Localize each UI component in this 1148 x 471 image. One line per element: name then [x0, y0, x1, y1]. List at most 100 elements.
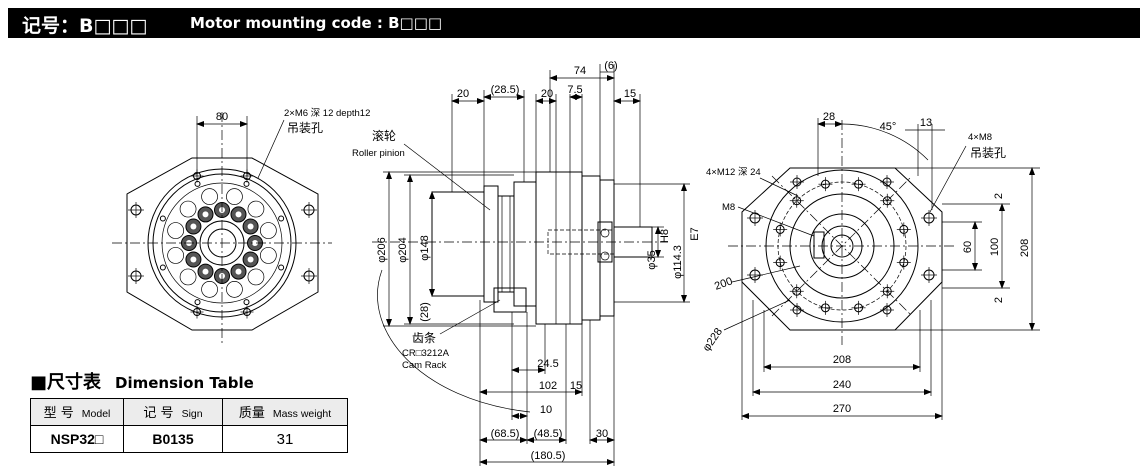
- front-roller-group: [128, 169, 317, 319]
- pcd-200-label: 200: [713, 275, 734, 293]
- dim-24-5-label: 24.5: [537, 358, 558, 370]
- dim-w270-label: 270: [833, 403, 851, 415]
- roller-seat: [226, 281, 243, 298]
- coupling-screw-2: [600, 251, 610, 261]
- roller-pin: [202, 211, 209, 218]
- pinion-body: [431, 191, 485, 297]
- flange-bolt: [194, 299, 201, 306]
- reducer-collar: [513, 181, 537, 307]
- pinion-leader: [403, 143, 491, 211]
- mount-hole-leader: [759, 177, 799, 197]
- dim-20a-label: 20: [457, 88, 469, 100]
- cell-model: NSP32□: [30, 425, 124, 453]
- roller-pin: [252, 240, 258, 246]
- input-shaft: [613, 226, 653, 258]
- header-bar: 记号：B□□□ Motor mounting code : B□□□: [8, 8, 1140, 38]
- dim-102-label: 102: [539, 380, 557, 392]
- roller-seat: [201, 281, 218, 298]
- pinion-label-en: Roller pinion: [352, 148, 405, 159]
- angle-arc: [841, 123, 929, 161]
- roller-leader-curve: [377, 269, 531, 413]
- dim-10-label: 10: [540, 404, 552, 416]
- rear-keyway: [813, 231, 825, 259]
- dim-180-5-label: (180.5): [531, 450, 566, 462]
- fit-h8-label: H8: [659, 229, 671, 243]
- coupling-screw: [600, 228, 610, 238]
- dia-228-label: φ228: [701, 326, 725, 354]
- front-lift-hole-spec: 2×M6 深 12 depth12: [284, 108, 370, 119]
- mounting-code-cn: 记号：B□□□: [22, 15, 148, 37]
- dim-15-label: 15: [624, 88, 636, 100]
- pcd-200-leader: [731, 265, 801, 283]
- rear-view: 28 45° 13 4×M8 吊装孔 4×M12 深 24 M8 200 φ22…: [701, 111, 1040, 420]
- cell-sign: B0135: [123, 425, 223, 453]
- dim-13-label: 13: [920, 117, 932, 129]
- rear-lift-hole-leader: [929, 145, 967, 213]
- mounting-code-en: Motor mounting code : B□□□: [190, 14, 443, 32]
- dim-20b-label: 20: [541, 88, 553, 100]
- roller-seat: [260, 247, 277, 264]
- roller-seat: [179, 200, 197, 218]
- roller-pin: [202, 268, 209, 275]
- dim-28-5-label: (28.5): [491, 84, 520, 96]
- adapter-plate: [581, 175, 601, 321]
- dim-28-label: 28: [823, 111, 835, 123]
- gap-bottom-label: 2: [993, 297, 1005, 303]
- flange-bolt: [194, 180, 201, 187]
- roller-pin: [247, 256, 254, 263]
- dia-228-leader: [723, 299, 791, 331]
- roller-seat: [247, 268, 265, 286]
- dim-15b-label: 15: [570, 380, 582, 392]
- dim-204-label: φ204: [397, 237, 409, 263]
- thread-leader: [737, 206, 815, 237]
- dim-h100-label: 100: [989, 238, 1001, 256]
- col-mass-en: Mass weight: [272, 408, 332, 420]
- dim-30-label: 30: [596, 428, 608, 440]
- rear-lift-hole-label: 吊装孔: [970, 146, 1006, 160]
- dim-h208-label: 208: [1019, 239, 1031, 257]
- dim-48-5-label: (48.5): [534, 428, 563, 440]
- flange-bolt: [278, 264, 285, 271]
- flange-bolt: [159, 215, 166, 222]
- roller-seat: [167, 222, 184, 239]
- thread-label: M8: [722, 202, 735, 213]
- dim-74-label: 74: [574, 65, 586, 77]
- roller-pin: [247, 223, 254, 230]
- roller-pin: [190, 256, 197, 263]
- table-row: NSP32□ B0135 31: [30, 425, 348, 453]
- roller-seat: [167, 247, 184, 264]
- rack-model-label: CR□3212A: [402, 348, 450, 359]
- roller-seat: [201, 188, 218, 205]
- col-model-en: Model: [81, 408, 111, 420]
- cell-mass: 31: [222, 425, 348, 453]
- col-mass-header: 质量 Mass weight: [222, 398, 348, 426]
- front-view: 80 2×M6 深 12 depth12 吊装孔: [112, 108, 370, 345]
- rack-label-cn: 齿条: [412, 331, 436, 345]
- angle-label: 45°: [880, 121, 897, 133]
- rear-hole-group: [747, 175, 937, 317]
- roller-pin: [190, 223, 197, 230]
- roller-seat: [260, 222, 277, 239]
- fit-e7-label: E7: [689, 227, 701, 240]
- dim-68-5-label: (68.5): [491, 428, 520, 440]
- front-lift-hole-label: 吊装孔: [287, 121, 323, 135]
- rack-label-en: Cam Rack: [402, 360, 447, 371]
- reducer-body: [535, 171, 583, 325]
- pinion-rollers: [497, 195, 515, 293]
- col-mass-cn: 质量: [238, 406, 265, 421]
- side-view: φ206 φ204 φ148 (28) φ35 H8 φ114.3 E7: [352, 60, 701, 466]
- mount-hole-spec: 4×M12 深 24: [706, 167, 761, 178]
- col-sign-cn: 记 号: [143, 406, 174, 421]
- dim-206-label: φ206: [376, 237, 388, 263]
- pinion-flange: [483, 185, 499, 303]
- roller-seat: [247, 200, 265, 218]
- flange-bolt: [278, 215, 285, 222]
- input-coupling: [597, 221, 613, 263]
- dim-h60-label: 60: [962, 241, 974, 253]
